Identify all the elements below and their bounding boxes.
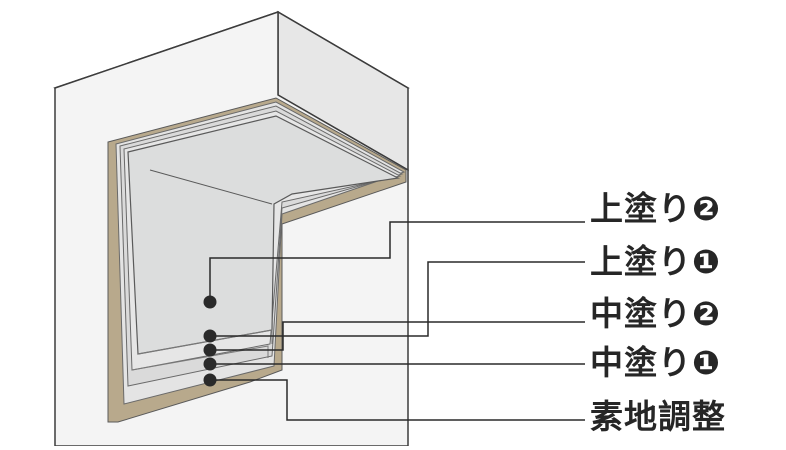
marker-dot-middle-coat-1 (203, 357, 217, 371)
layer-edge-lines (137, 329, 273, 355)
label-middle-coat-1: 中塗り❶ (590, 343, 721, 382)
label-top-coat-2: 上塗り❷ (590, 189, 721, 228)
label-substrate-preparation: 素地調整 (590, 397, 726, 436)
leader-line-top-coat-2 (209, 221, 585, 302)
marker-dot-top-coat-1 (203, 329, 217, 343)
marker-dot-middle-coat-2 (203, 343, 217, 357)
marker-dot-top-coat-2 (203, 295, 217, 309)
inner-edge-line (149, 169, 273, 205)
label-middle-coat-2: 中塗り❷ (590, 294, 721, 333)
layer-edge-lines-2 (131, 345, 269, 371)
marker-dot-substrate (203, 373, 217, 387)
leader-line-middle-coat-2 (210, 321, 585, 351)
leader-line-top-coat-1 (210, 261, 585, 337)
label-top-coat-1: 上塗り❶ (590, 242, 721, 281)
leader-line-substrate (210, 379, 585, 421)
